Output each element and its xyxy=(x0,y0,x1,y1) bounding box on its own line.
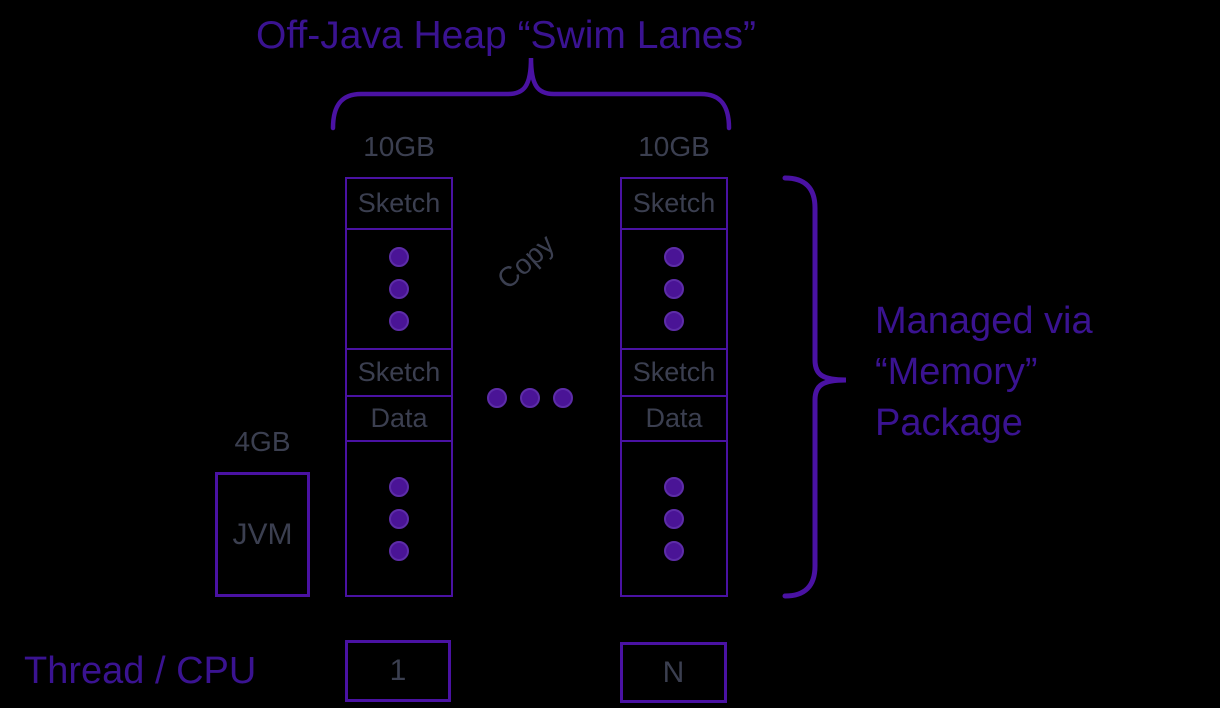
dot-icon xyxy=(389,247,409,267)
lane2-sketch-label: Sketch xyxy=(632,357,716,387)
dot-icon xyxy=(664,247,684,267)
dot-icon xyxy=(664,279,684,299)
jvm-size-label: 4GB xyxy=(234,426,291,457)
dot-icon xyxy=(664,540,684,561)
lane2-vertical-dots-top xyxy=(622,228,726,348)
lane2-data-label: Data xyxy=(645,403,703,433)
dot-icon xyxy=(664,508,684,529)
lane1-vertical-dots-top xyxy=(347,228,451,348)
lane1-size-label: 10GB xyxy=(363,131,435,162)
copy-label: Copy xyxy=(491,228,561,296)
thread-cpu-label: Thread / CPU xyxy=(24,650,257,692)
thread-box-1-label: 1 xyxy=(389,654,407,687)
dot-icon xyxy=(520,388,540,408)
page-title: Off-Java Heap “Swim Lanes” xyxy=(256,14,756,57)
dot-icon xyxy=(487,388,507,408)
lane1-data-section: Data xyxy=(347,395,451,440)
jvm-label: JVM xyxy=(232,517,293,551)
swim-lane-n: Sketch Sketch Data xyxy=(620,177,728,597)
dot-icon xyxy=(553,388,573,408)
lane1-sketch-header-label: Sketch xyxy=(357,188,441,218)
dot-icon xyxy=(389,476,409,497)
lane2-sketch-header-label: Sketch xyxy=(632,188,716,218)
dot-icon xyxy=(389,508,409,529)
right-brace-icon xyxy=(782,175,847,599)
swim-lane-1: Sketch Sketch Data xyxy=(345,177,453,597)
lane2-vertical-dots-bottom xyxy=(622,440,726,595)
managed-note-line2: “Memory” xyxy=(875,351,1038,393)
managed-note-line3: Package xyxy=(875,402,1023,444)
top-brace-icon xyxy=(330,57,732,131)
thread-box-n: N xyxy=(620,642,727,703)
thread-box-1: 1 xyxy=(345,640,451,702)
lane2-sketch-section: Sketch xyxy=(622,348,726,395)
lane2-data-section: Data xyxy=(622,395,726,440)
lane1-vertical-dots-bottom xyxy=(347,440,451,595)
dot-icon xyxy=(389,540,409,561)
lane1-sketch-section: Sketch xyxy=(347,348,451,395)
managed-note-line1: Managed via xyxy=(875,300,1093,342)
jvm-box: JVM xyxy=(215,472,310,597)
thread-box-n-label: N xyxy=(662,655,685,689)
lane2-sketch-header: Sketch xyxy=(622,179,726,228)
lane2-size-label: 10GB xyxy=(638,131,710,162)
ellipsis-dots xyxy=(487,388,573,408)
managed-note: Managed via “Memory” Package xyxy=(875,296,1205,449)
dot-icon xyxy=(389,279,409,299)
lane1-data-label: Data xyxy=(370,403,428,433)
dot-icon xyxy=(389,311,409,331)
lane1-sketch-label: Sketch xyxy=(357,357,441,387)
dot-icon xyxy=(664,311,684,331)
dot-icon xyxy=(664,476,684,497)
lane1-sketch-header: Sketch xyxy=(347,179,451,228)
